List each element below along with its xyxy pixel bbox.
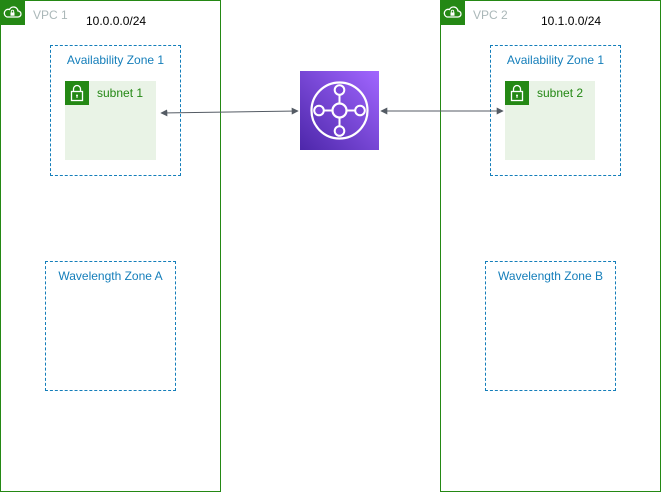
lock-icon <box>65 81 89 105</box>
vpc-2-title: VPC 2 <box>473 8 508 22</box>
vpc-2-cidr: 10.1.0.0/24 <box>541 14 602 28</box>
vpc-1-title: VPC 1 <box>33 8 68 22</box>
wavelength-zone-b: Wavelength Zone B <box>485 261 616 391</box>
vpc-cloud-icon <box>440 0 465 25</box>
availability-zone-label: Availability Zone 1 <box>66 53 165 67</box>
subnet-1-label: subnet 1 <box>97 86 144 100</box>
wavelength-zone-a: Wavelength Zone A <box>45 261 176 391</box>
wavelength-zone-b-label: Wavelength Zone B <box>498 269 603 283</box>
availability-zone-label: Availability Zone 1 <box>506 53 605 67</box>
subnet-2-label: subnet 2 <box>537 86 584 100</box>
subnet-1: subnet 1 <box>65 81 156 160</box>
connector-subnet-1-to-gateway <box>160 107 299 117</box>
wavelength-zone-a-label: Wavelength Zone A <box>58 269 163 283</box>
lock-icon <box>505 81 529 105</box>
vpc-1-cidr: 10.0.0.0/24 <box>86 14 147 28</box>
transit-gateway-icon <box>300 71 379 150</box>
subnet-2: subnet 2 <box>505 81 595 160</box>
vpc-cloud-icon <box>0 0 25 25</box>
